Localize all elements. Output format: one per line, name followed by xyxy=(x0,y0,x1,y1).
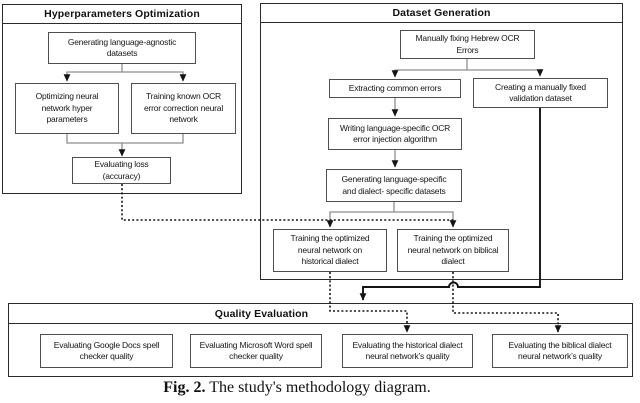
panel-title-hyperparameters-optimization: Hyperparameters Optimization xyxy=(3,5,241,24)
wire-dotted-evaluating-loss-to-training xyxy=(121,184,455,221)
node-generating-language-agnostic-datasets: Generating language-agnostic datasets xyxy=(48,32,196,64)
panel-title-quality-evaluation: Quality Evaluation xyxy=(9,304,632,324)
wire-training-known-merge xyxy=(122,134,184,144)
node-creating-validation-dataset: Creating a manually fixed validation dat… xyxy=(473,78,608,108)
panel-dataset-generation: Dataset Generation xyxy=(260,3,623,280)
node-evaluating-microsoft-word: Evaluating Microsoft Word spell checker … xyxy=(190,334,322,368)
figure-caption-text: The study's methodology diagram. xyxy=(209,379,431,396)
wire-dotted-historical-training-to-eval xyxy=(329,272,411,333)
wire-validation-to-quality-evaluation xyxy=(359,108,541,301)
wire-manualfix-to-validation xyxy=(467,69,544,77)
node-generating-dialect-specific-datasets: Generating language-specific and dialect… xyxy=(326,169,462,202)
panel-title-dataset-generation: Dataset Generation xyxy=(261,4,622,23)
wire-manualfix-to-extracting xyxy=(391,59,468,78)
wire-merge-to-evaluating-loss xyxy=(66,134,126,157)
node-optimizing-hyperparameters: Optimizing neural network hyper paramete… xyxy=(15,83,119,134)
wire-generating-to-historical-training xyxy=(326,202,395,228)
node-training-biblical-dialect: Training the optimized neural network on… xyxy=(397,229,509,272)
node-extracting-common-errors: Extracting common errors xyxy=(329,79,461,98)
node-evaluating-biblical-network: Evaluating the biblical dialect neural n… xyxy=(492,334,628,368)
wire-dotted-biblical-training-to-eval xyxy=(452,272,562,333)
node-training-historical-dialect: Training the optimized neural network on… xyxy=(273,229,387,272)
node-evaluating-google-docs: Evaluating Google Docs spell checker qua… xyxy=(40,334,173,368)
wire-agnostic-to-training-known xyxy=(122,71,187,82)
figure-caption-label: Fig. 2. xyxy=(163,379,206,396)
panel-quality-evaluation: Quality Evaluation xyxy=(8,303,633,377)
wire-generating-to-biblical-training xyxy=(394,211,457,228)
wire-agnostic-to-optimizing xyxy=(63,64,123,82)
node-manually-fixing-hebrew-ocr-errors: Manually fixing Hebrew OCR Errors xyxy=(400,30,535,59)
node-evaluating-loss: Evaluating loss (accuracy) xyxy=(72,157,171,184)
figure-caption: Fig. 2. The study's methodology diagram. xyxy=(0,379,594,397)
node-writing-error-injection-algorithm: Writing language-specific OCR error inje… xyxy=(328,118,462,150)
node-evaluating-historical-network: Evaluating the historical dialect neural… xyxy=(342,334,473,368)
node-training-known-ocr-network: Training known OCR error correction neur… xyxy=(131,83,236,134)
